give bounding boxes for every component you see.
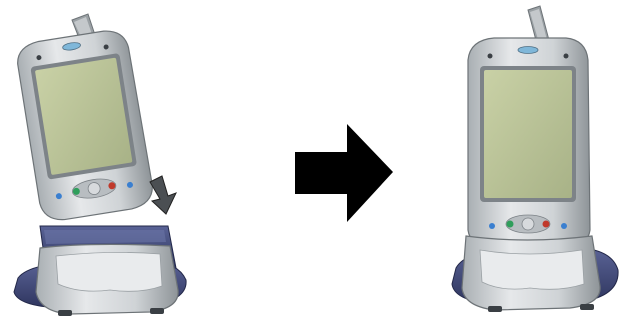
right-arrow-icon — [285, 0, 400, 333]
call-button-icon — [507, 221, 514, 228]
pda-screen — [484, 70, 572, 198]
pda-device — [468, 38, 590, 248]
pda-in-cradle — [430, 0, 623, 333]
speaker-icon — [518, 47, 538, 54]
down-arrow-icon — [150, 176, 176, 214]
pda-screen — [35, 58, 133, 176]
panel-before — [0, 0, 220, 333]
cradle-front — [462, 236, 600, 312]
panel-transition — [285, 0, 400, 333]
end-button-icon — [543, 221, 550, 228]
cradle — [14, 226, 186, 316]
pda-and-cradle-separated — [0, 0, 220, 333]
pda-device — [15, 27, 156, 223]
panel-after — [430, 0, 623, 333]
